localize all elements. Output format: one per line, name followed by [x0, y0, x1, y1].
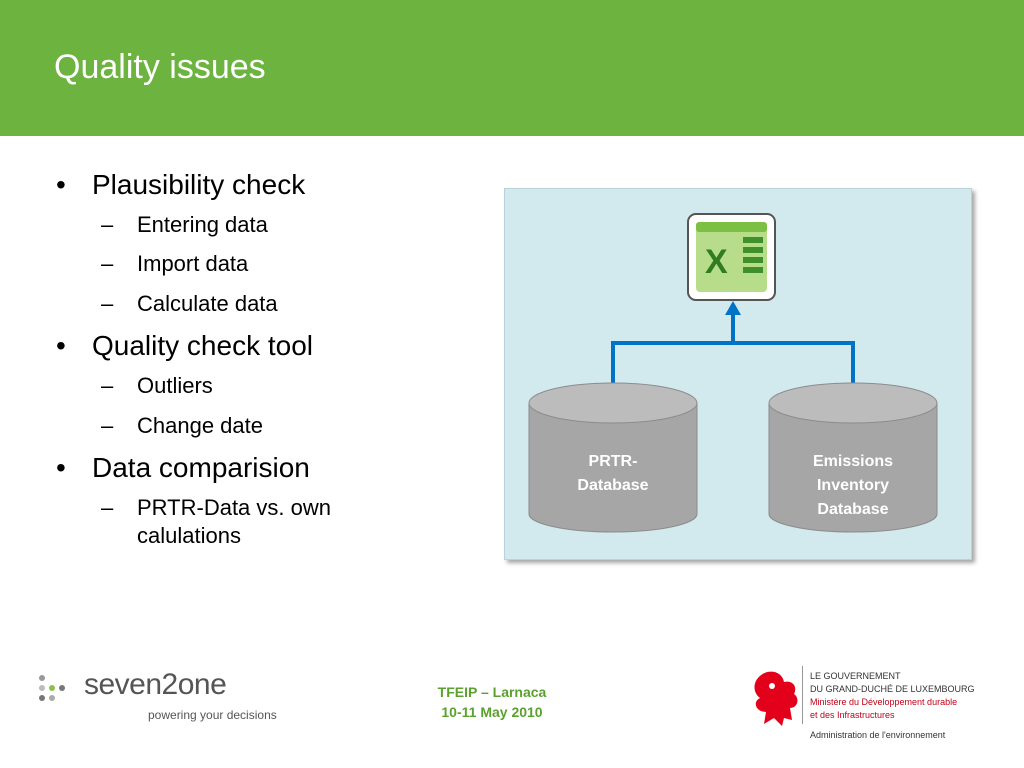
excel-icon: X: [687, 213, 776, 301]
bullet-item: Quality check tool: [56, 329, 416, 363]
connector-horizontal: [611, 341, 855, 385]
dots-icon: [39, 675, 65, 701]
government-name: LE GOUVERNEMENT DU GRAND-DUCHÉ DE LUXEMB…: [810, 670, 975, 722]
sub-bullet-item: Change date: [56, 412, 416, 441]
gov-line: LE GOUVERNEMENT: [810, 671, 901, 681]
bullet-item: Plausibility check: [56, 168, 416, 202]
svg-text:X: X: [705, 243, 728, 281]
diagram-graphics: X: [528, 213, 938, 533]
bullet-list: Plausibility check Entering data Import …: [56, 168, 416, 562]
sub-bullet-item: Entering data: [56, 211, 416, 240]
emissions-inventory-database-label: Emissions Inventory Database: [812, 453, 894, 518]
sub-bullet-item: Outliers: [56, 372, 416, 401]
gov-line: Ministère du Développement durable: [810, 697, 958, 707]
seven2one-logo: seven2one powering your decisions: [36, 668, 296, 732]
bullet-group-plausibility: Plausibility check Entering data Import …: [56, 168, 416, 318]
brand-name: seven2one: [84, 668, 227, 701]
bullet-group-comparison: Data comparision PRTR-Data vs. own calul…: [56, 451, 416, 551]
gov-line: DU GRAND-DUCHÉ DE LUXEMBOURG: [810, 684, 975, 694]
event-info: TFEIP – Larnaca 10-11 May 2010: [392, 682, 592, 722]
brand-tagline: powering your decisions: [148, 708, 277, 722]
event-date: 10-11 May 2010: [441, 704, 543, 720]
sub-bullet-item: Calculate data: [56, 290, 416, 319]
sub-bullet-item: Import data: [56, 250, 416, 279]
administration-name: Administration de l'environnement: [810, 730, 946, 740]
database-diagram: X PRTR- Database Emissions Inventory Dat…: [504, 188, 972, 560]
arrow-head: [725, 301, 741, 315]
gov-line: et des Infrastructures: [810, 710, 895, 720]
event-location: TFEIP – Larnaca: [437, 684, 547, 700]
logo-divider: [802, 666, 803, 724]
prtr-database-label: PRTR- Database: [577, 453, 649, 494]
connector-lines: [611, 313, 855, 385]
title-bar: Quality issues: [0, 0, 1024, 136]
red-lion-icon: [754, 671, 798, 726]
bullet-group-quality-tool: Quality check tool Outliers Change date: [56, 329, 416, 440]
luxembourg-government-logo: LE GOUVERNEMENT DU GRAND-DUCHÉ DE LUXEMB…: [748, 664, 1008, 748]
slide-title: Quality issues: [54, 48, 266, 86]
cylinder-right: [768, 382, 938, 533]
sub-bullet-item: PRTR-Data vs. own calulations: [56, 494, 416, 551]
cylinder-left: [528, 382, 698, 533]
bullet-item: Data comparision: [56, 451, 416, 485]
